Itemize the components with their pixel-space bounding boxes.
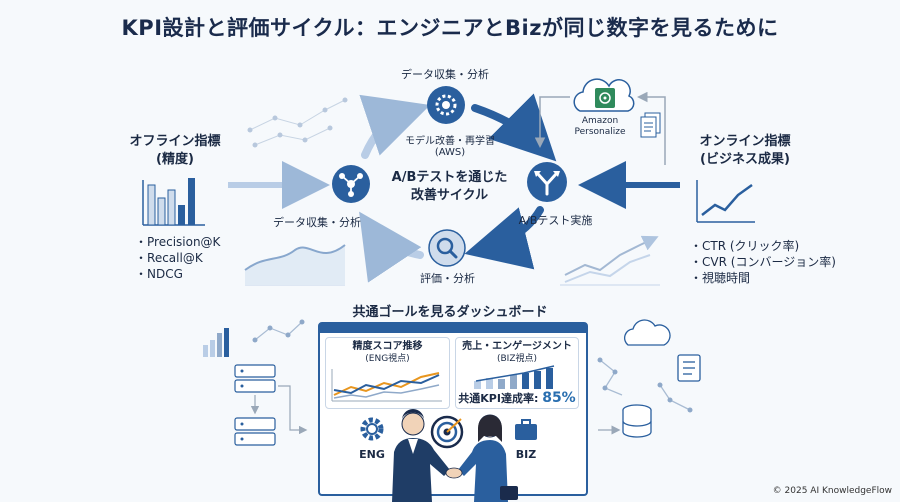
cycle-label-left: データ収集・分析 xyxy=(273,216,361,229)
kpi-label: 共通KPI達成率: xyxy=(458,392,539,405)
briefcase-icon xyxy=(515,419,537,440)
aws-personalize-cloud-icon xyxy=(573,78,635,112)
decorative-cloud-db-right xyxy=(597,319,701,438)
offline-metric-item: Precision@K xyxy=(135,234,220,250)
offline-metric-item: NDCG xyxy=(135,266,220,282)
dashboard-window-titlebar xyxy=(320,324,586,333)
offline-metrics-list: Precision@K Recall@K NDCG xyxy=(135,234,220,282)
handshake-illustration xyxy=(392,409,518,502)
kpi-achievement: 共通KPI達成率: 85% xyxy=(456,390,578,406)
target-icon xyxy=(430,415,464,449)
eng-score-chart xyxy=(331,369,442,402)
eng-panel-title: 精度スコア推移 xyxy=(352,341,423,352)
online-metric-item: 視聴時間 xyxy=(690,270,836,286)
aws-label-line1: Amazon xyxy=(581,116,619,126)
dashboard-title: 共通ゴールを見るダッシュボード xyxy=(352,305,548,320)
decorative-servers-left xyxy=(203,319,308,446)
eng-gear-icon xyxy=(360,417,384,441)
online-metrics-title: オンライン指標 (ビジネス成果) xyxy=(670,133,820,169)
biz-panel: 売上・エンゲージメント (BIZ視点) 共通KPI達成率: 85% xyxy=(455,337,579,409)
cycle-label-right: A/Bテスト実施 xyxy=(518,214,593,227)
eng-panel-subtitle: (ENG視点) xyxy=(365,354,410,364)
offline-title-line1: オフライン指標 xyxy=(129,134,221,149)
decorative-line-chart-right xyxy=(560,235,660,286)
cycle-center-line1: A/Bテストを通じた xyxy=(391,170,508,185)
cycle-inner-label: モデル改善・再学習 (AWS) xyxy=(395,136,505,158)
online-metric-item: CTR (クリック率) xyxy=(690,238,836,254)
offline-metrics-title: オフライン指標 (精度) xyxy=(110,133,240,169)
eng-label: ENG xyxy=(359,448,385,461)
page-title: KPI設計と評価サイクル：エンジニアとBizが同じ数字を見るために xyxy=(121,16,779,40)
cycle-label-top: データ収集・分析 xyxy=(401,68,489,81)
biz-bar-chart xyxy=(474,365,555,389)
offline-title-line2: (精度) xyxy=(156,152,194,167)
document-icon xyxy=(640,112,661,138)
aws-connectors xyxy=(534,91,666,165)
kpi-value: 85% xyxy=(542,390,576,406)
offline-metric-item: Recall@K xyxy=(135,250,220,266)
cycle-inner-line1: モデル改善・再学習 xyxy=(405,136,495,147)
gear-icon xyxy=(427,86,465,124)
cycle-center-text: A/Bテストを通じた 改善サイクル xyxy=(382,169,517,205)
aws-personalize-label: Amazon Personalize xyxy=(560,116,640,138)
online-metric-item: CVR (コンバージョン率) xyxy=(690,254,836,270)
split-arrows-icon xyxy=(527,162,567,202)
network-node-icon xyxy=(332,165,370,203)
offline-bar-chart-icon xyxy=(142,178,205,226)
magnifier-icon xyxy=(428,229,466,267)
biz-panel-subtitle: (BIZ視点) xyxy=(496,354,538,364)
online-line-chart-icon xyxy=(696,180,755,223)
cycle-inner-line2: (AWS) xyxy=(434,147,466,158)
decorative-line-chart-left xyxy=(244,244,346,286)
decorative-network-topleft xyxy=(247,97,348,148)
copyright-footer: © 2025 AI KnowledgeFlow xyxy=(772,486,892,496)
eng-panel: 精度スコア推移 (ENG視点) xyxy=(325,337,450,409)
online-title-line1: オンライン指標 xyxy=(699,134,791,149)
aws-label-line2: Personalize xyxy=(574,127,626,137)
biz-label: BIZ xyxy=(515,448,537,461)
cycle-label-bottom: 評価・分析 xyxy=(420,272,475,285)
online-metrics-list: CTR (クリック率) CVR (コンバージョン率) 視聴時間 xyxy=(690,238,836,286)
cycle-center-line2: 改善サイクル xyxy=(410,188,489,203)
online-title-line2: (ビジネス成果) xyxy=(700,152,790,167)
biz-panel-title: 売上・エンゲージメント xyxy=(462,341,572,352)
